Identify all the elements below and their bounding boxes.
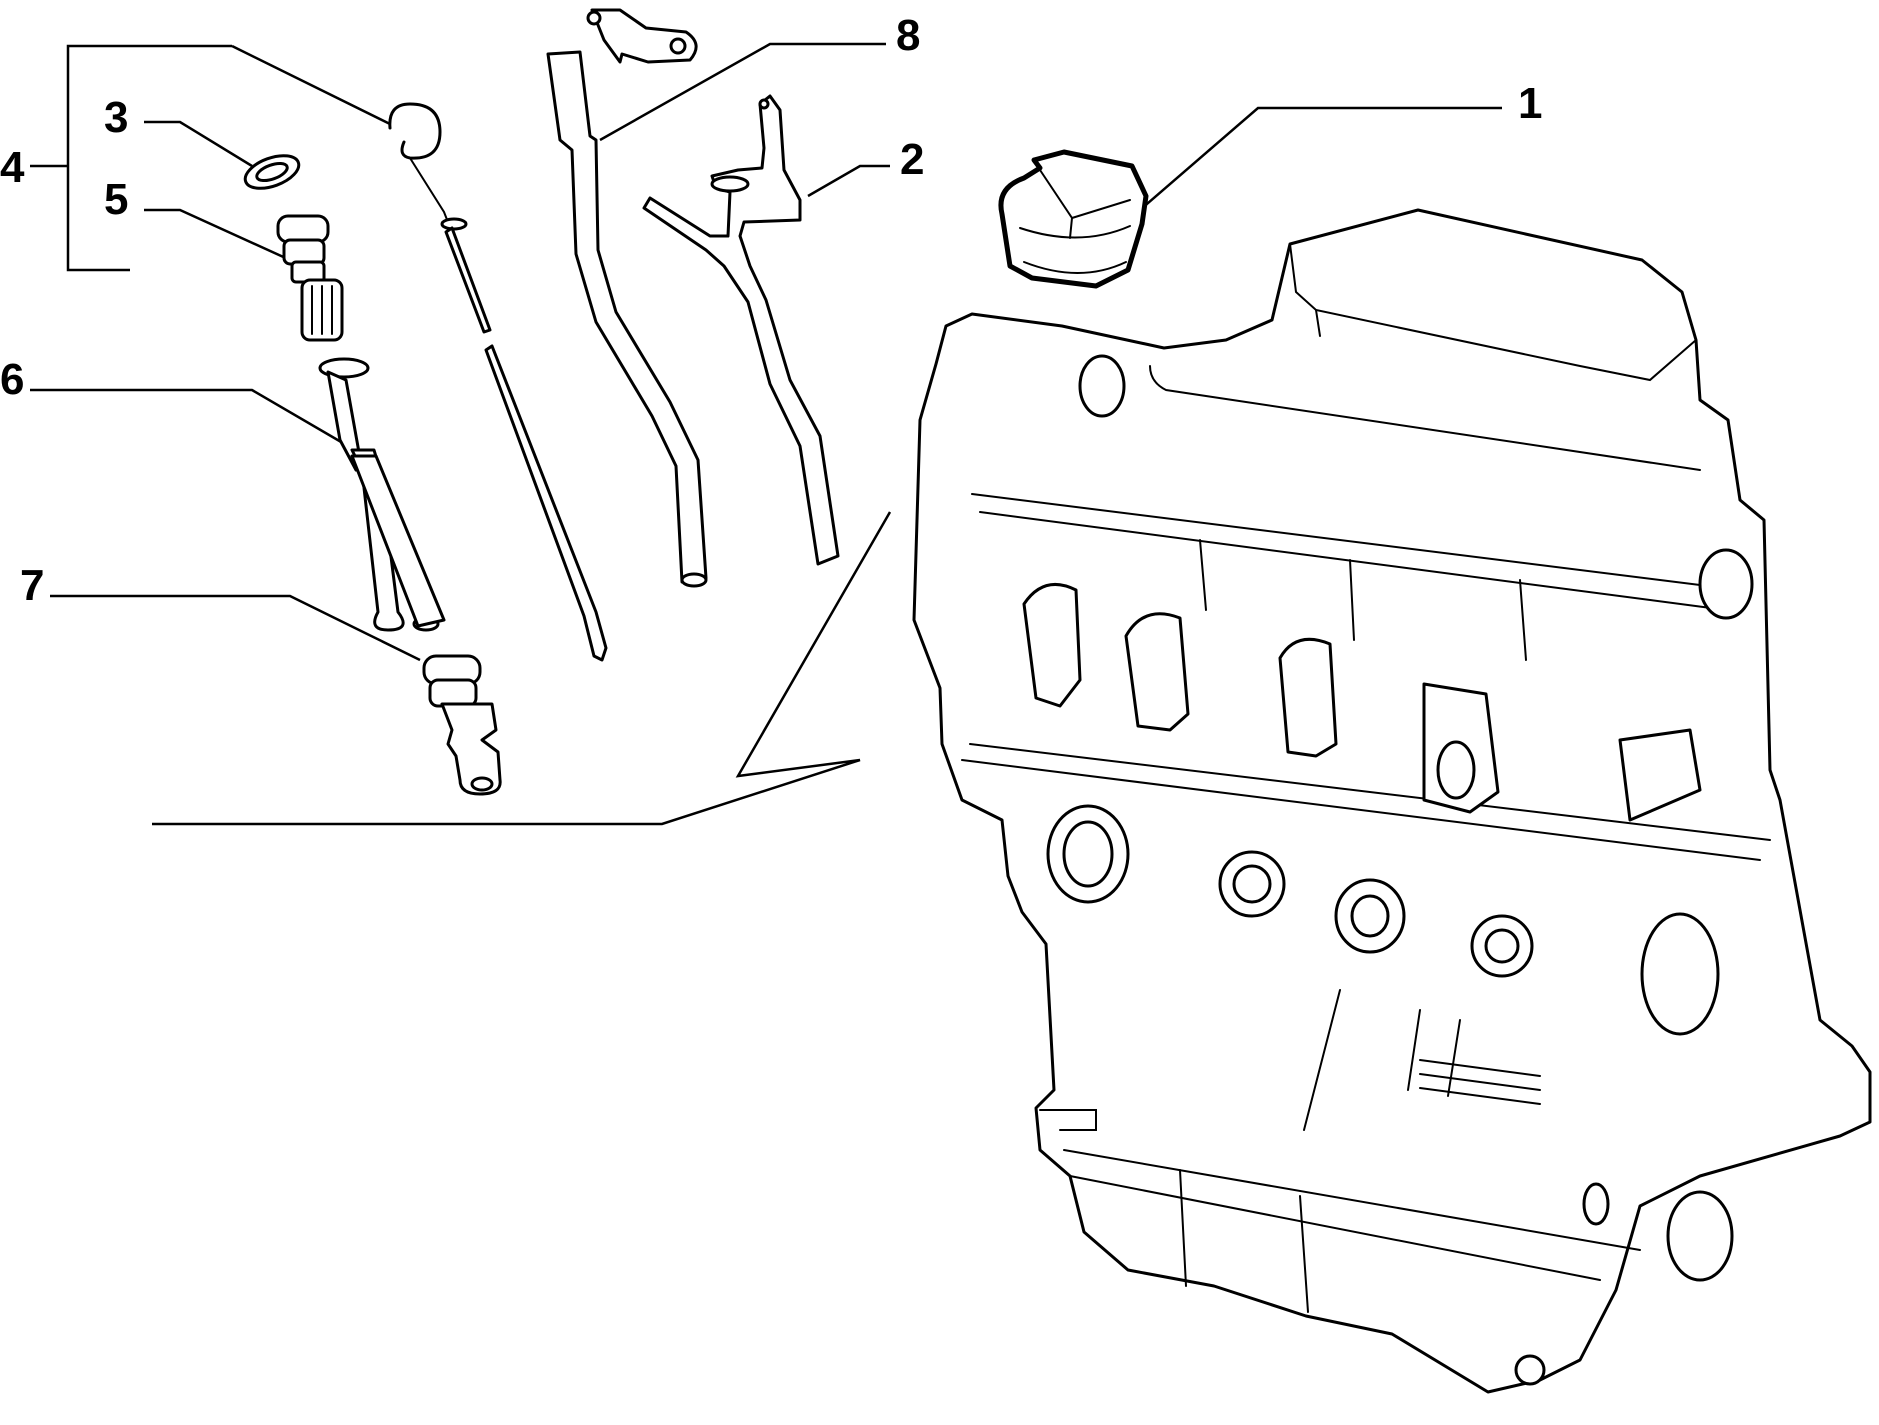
callout-4: 4 [0,143,25,192]
engine-block [912,208,1872,1394]
callout-5: 5 [104,175,128,224]
dipstick-part-4 [388,102,608,662]
leader-6 [30,388,349,448]
leader-lines [30,42,1502,826]
leader-2 [807,164,890,198]
engine-pointer [152,511,892,826]
filler-tube-part-8 [546,8,708,588]
callout-1: 1 [1518,79,1542,128]
filler-neck-part-2 [642,94,840,566]
dipstick-plug-part-5 [276,214,344,342]
callout-3: 3 [104,93,128,142]
leader-3 [144,120,253,168]
leader-5 [144,208,291,262]
callout-2: 2 [900,135,924,184]
callout-7: 7 [20,561,44,610]
leader-8 [599,42,886,142]
callout-6: 6 [0,355,24,404]
leader-7 [50,594,421,662]
guide-tube-part-6 [318,357,446,632]
seal-ring-part-3 [243,154,301,190]
leader-4-dipstick [231,44,391,126]
filler-cap-part-1 [998,149,1149,289]
callout-8: 8 [896,11,920,60]
leader-1 [1139,106,1502,211]
leader-4-bracket [66,44,232,272]
lower-plug-part-7 [422,654,502,796]
